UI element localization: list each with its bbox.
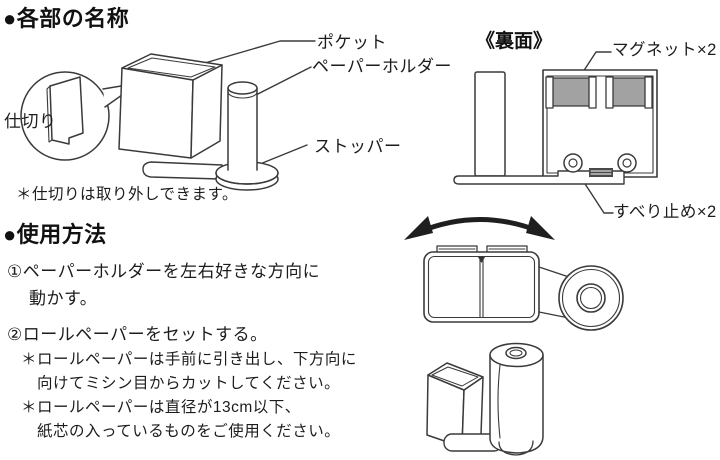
usage-note-1-line-1: ＊ロールペーパーは手前に引き出し、下方向に xyxy=(21,351,357,368)
part-label-paper-holder: ペーパーホルダー xyxy=(312,57,452,76)
part-label-pocket: ポケット xyxy=(317,33,387,52)
back-view-diagram xyxy=(450,37,685,227)
divider-callout-circle xyxy=(21,72,139,160)
main-product-diagram xyxy=(10,38,320,208)
usage-step-2-line-1: ②ロールペーパーをセットする。 xyxy=(7,325,268,344)
usage-note-2-line-2: 紙芯の入っているものをご使用ください。 xyxy=(37,423,341,440)
base-plate xyxy=(143,162,222,179)
back-view-title: 《裏面》 xyxy=(476,31,553,52)
magnet-label: マグネット×2 xyxy=(612,41,717,59)
pocket-box xyxy=(119,54,222,158)
holder-pole-back xyxy=(475,72,505,176)
paper-roll xyxy=(490,344,543,456)
pocket-box-top-view xyxy=(424,246,539,322)
rotation-arrow xyxy=(404,216,555,240)
anti-slip-label: すべり止め×2 xyxy=(613,203,717,221)
roll-set-diagram xyxy=(412,335,567,460)
section-title-part-names: ●各部の名称 xyxy=(3,6,130,31)
swing-arm xyxy=(539,267,569,318)
part-label-divider: 仕切り xyxy=(4,112,57,131)
paper-roll-top-view xyxy=(559,266,623,330)
usage-note-1-line-2: 向けてミシン目からカットしてください。 xyxy=(37,375,341,392)
divider-removable-note: ＊仕切りは取り外しできます。 xyxy=(16,186,238,203)
usage-step-1-line-2: 動かす。 xyxy=(29,289,98,308)
top-view-rotation-diagram xyxy=(404,216,638,343)
section-title-usage: ●使用方法 xyxy=(3,222,107,247)
usage-step-1-line-1: ①ペーパーホルダーを左右好きな方向に xyxy=(7,262,321,281)
anti-slip-pads xyxy=(564,154,636,172)
pocket-box-perspective xyxy=(427,363,483,447)
usage-note-2-line-1: ＊ロールペーパーは直径が13cm以下、 xyxy=(21,399,301,416)
part-label-stopper: ストッパー xyxy=(314,137,402,156)
hinge-connector xyxy=(589,168,613,177)
base-plate-back xyxy=(454,171,624,184)
divider-panel xyxy=(47,77,83,144)
paper-holder-pole xyxy=(216,82,278,184)
magnet-pads xyxy=(546,77,652,108)
